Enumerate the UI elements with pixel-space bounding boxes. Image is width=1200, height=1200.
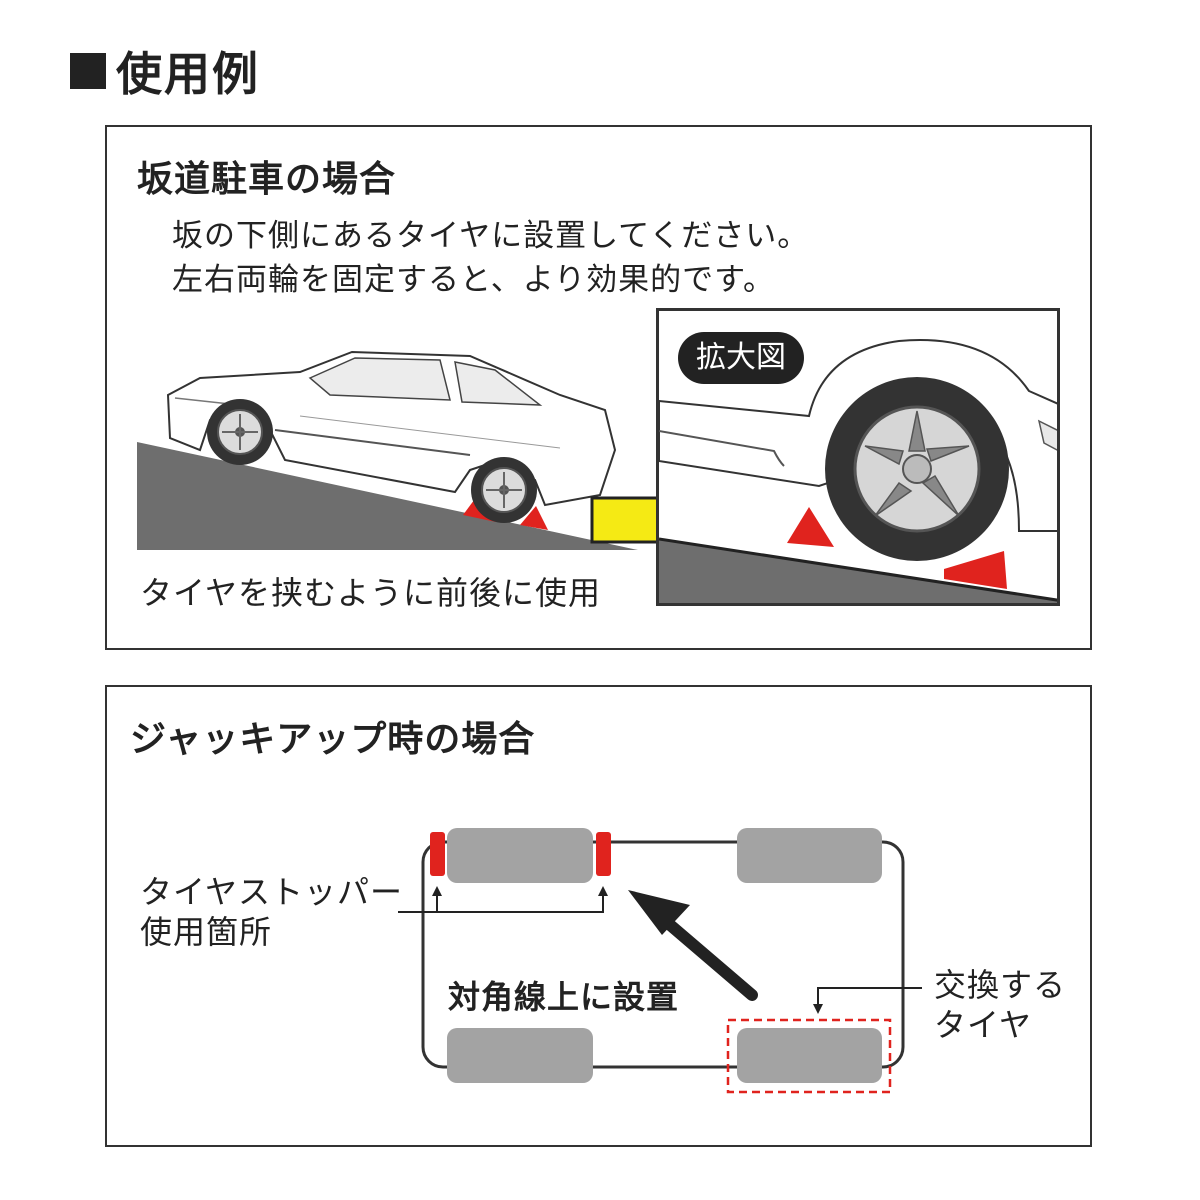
square-bullet-icon	[70, 53, 106, 89]
slope-instruction: 坂の下側にあるタイヤに設置してください。 左右両輪を固定すると、より効果的です。	[172, 214, 809, 302]
slope-caption: タイヤを挟むように前後に使用	[140, 574, 602, 612]
slope-instruction-line2: 左右両輪を固定すると、より効果的です。	[172, 262, 776, 298]
replace-tire-label: 交換する タイヤ	[934, 965, 1066, 1045]
slope-panel-title: 坂道駐車の場合	[137, 159, 397, 200]
replace-label-line2: タイヤ	[934, 1006, 1033, 1044]
diagonal-label: 対角線上に設置	[448, 978, 680, 1016]
zoom-badge: 拡大図	[678, 332, 804, 384]
section-heading-text: 使用例	[116, 47, 260, 101]
replace-label-line1: 交換する	[934, 966, 1067, 1004]
section-heading: 使用例	[70, 38, 260, 104]
stopper-label-line1: タイヤストッパー	[140, 873, 404, 911]
slope-instruction-line1: 坂の下側にあるタイヤに設置してください。	[172, 218, 810, 254]
jack-panel-title: ジャッキアップ時の場合	[130, 719, 536, 760]
zoom-wheel-illustration	[659, 339, 1057, 603]
stopper-label-line2: 使用箇所	[140, 913, 273, 951]
stopper-location-label: タイヤストッパー 使用箇所	[140, 872, 403, 952]
